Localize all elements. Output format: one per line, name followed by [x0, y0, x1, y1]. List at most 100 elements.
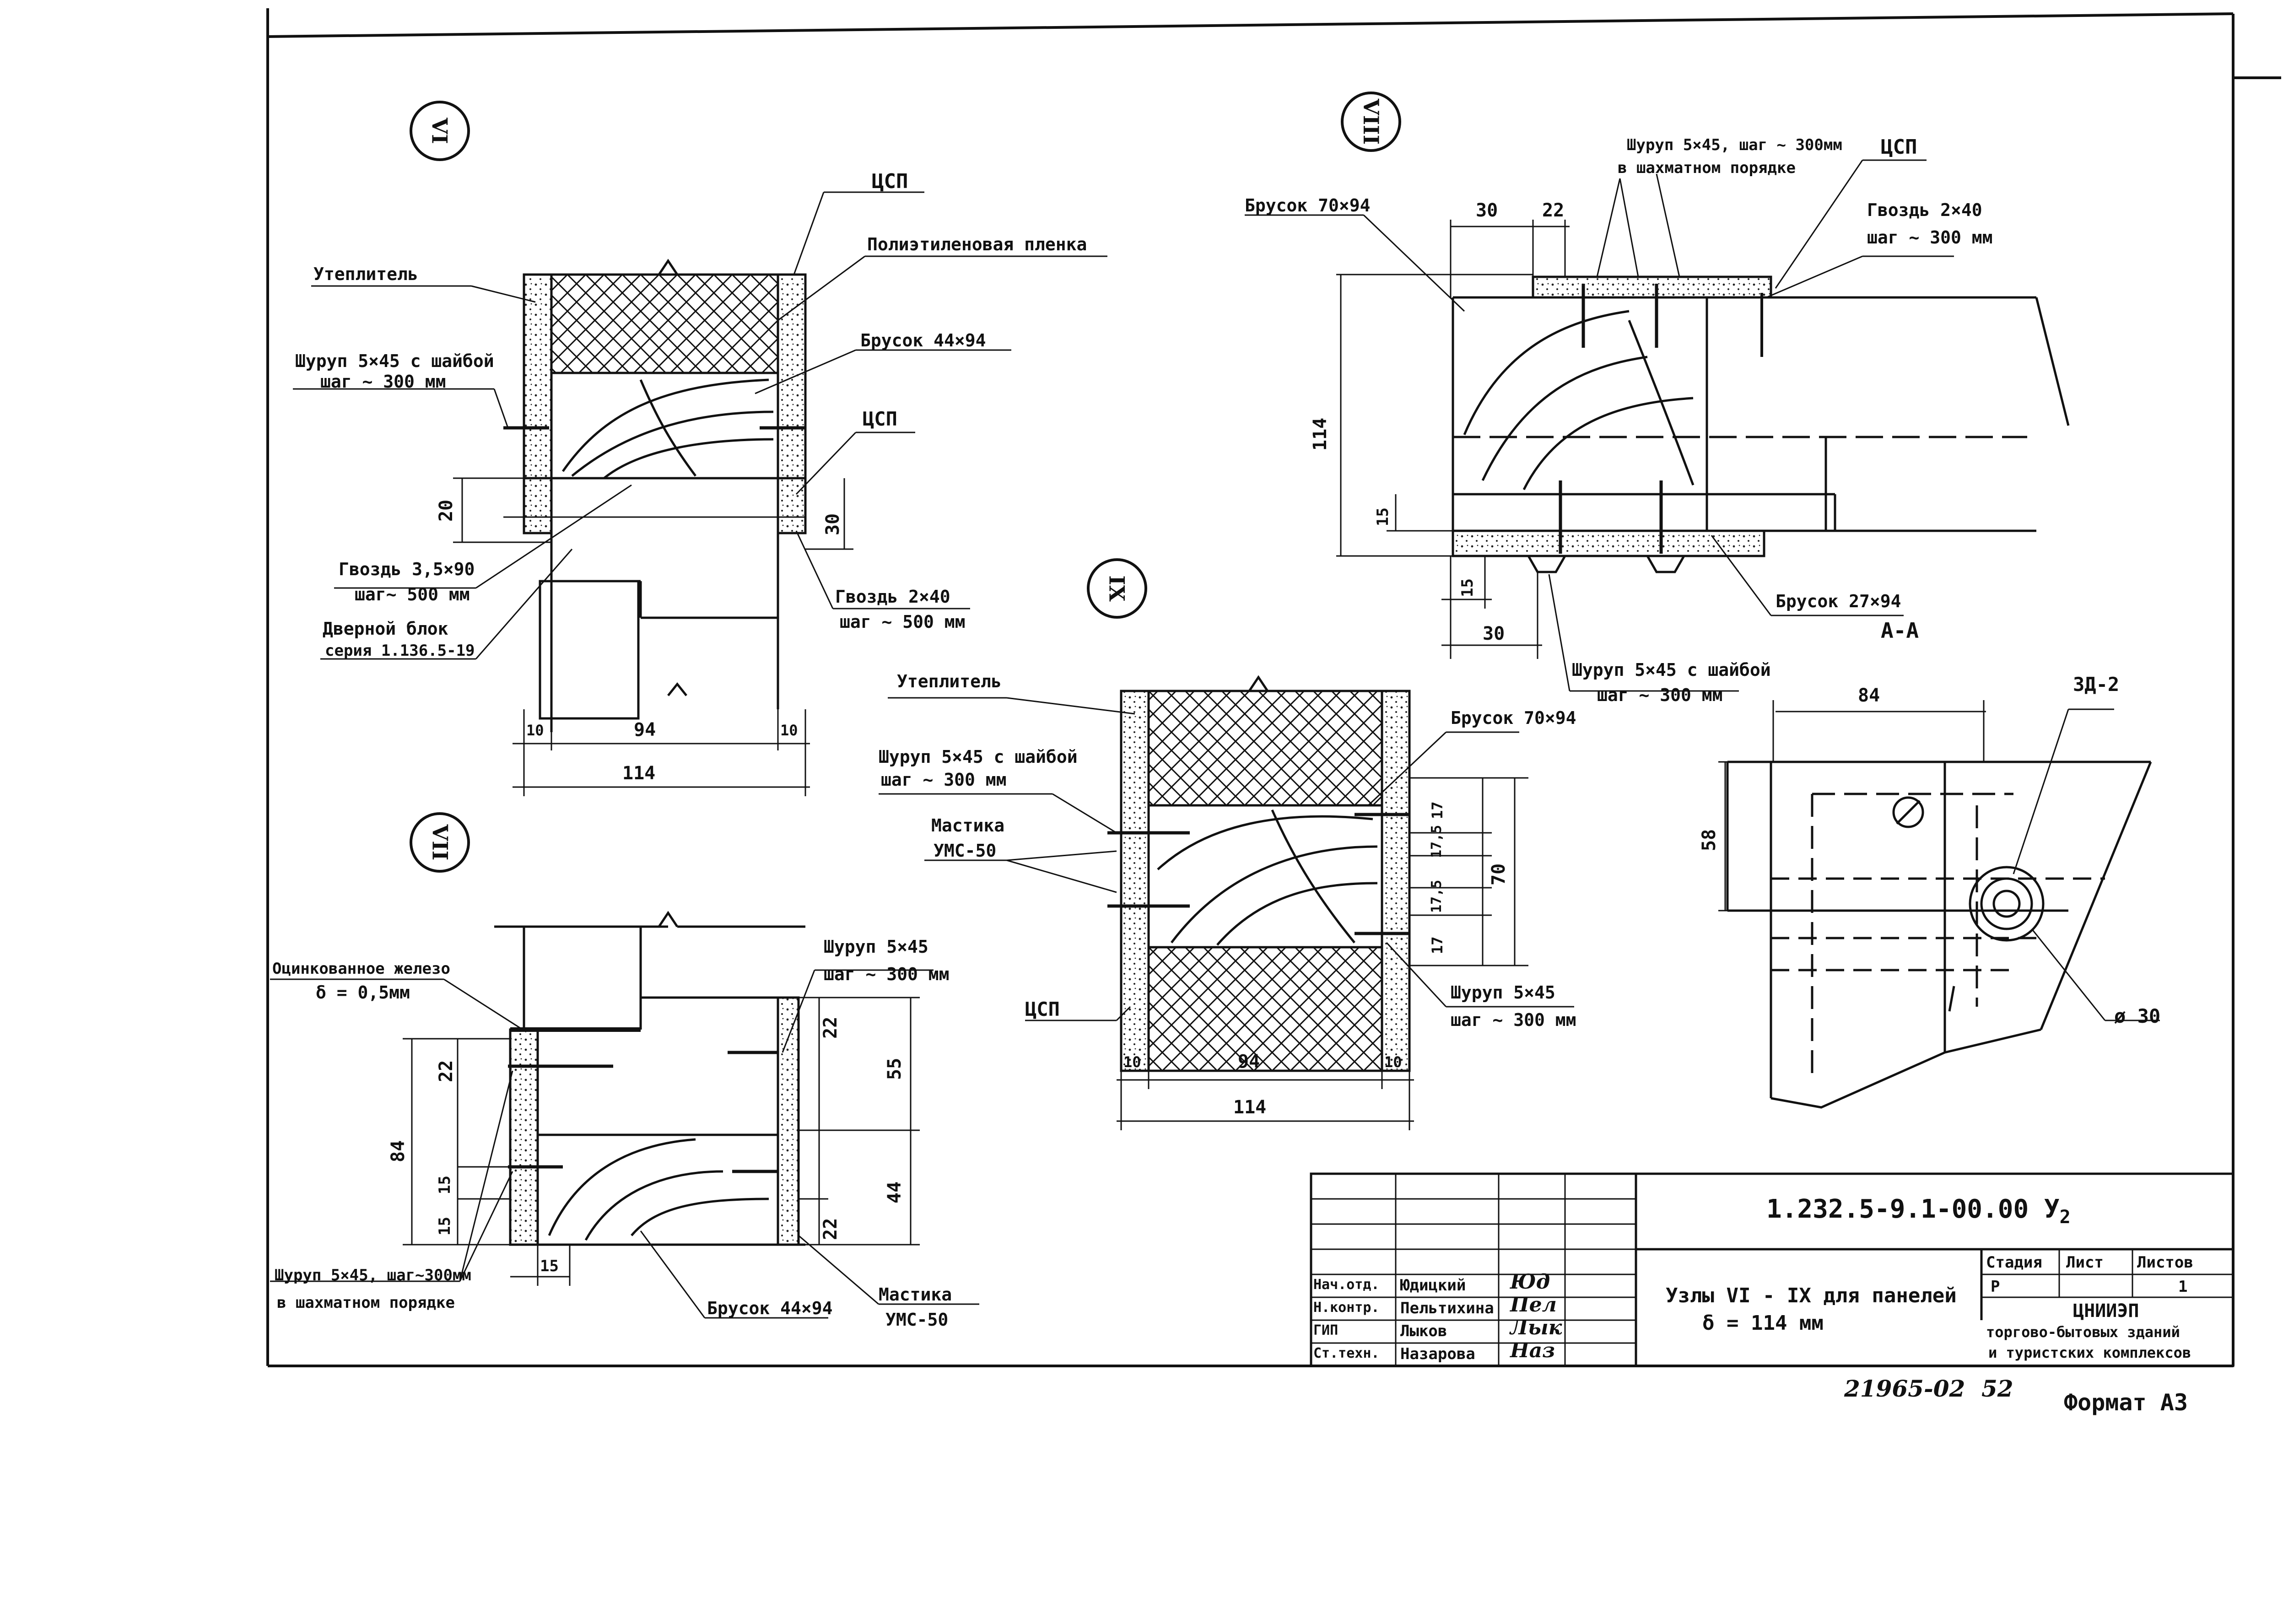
vi-nail-label-1: Гвоздь 3,5×90 [339, 559, 475, 579]
viii-screw2-label-1: Шуруп 5×45 с шайбой [1572, 660, 1771, 680]
vi-nail2-label-1: Гвоздь 2×40 [835, 587, 950, 607]
ix-mastic-label-2: УМС-50 [934, 841, 997, 861]
ix-csp-label: ЦСП [1025, 998, 1060, 1020]
vi-door-label-1: Дверной блок [323, 619, 448, 639]
node-vi-drawing [503, 259, 807, 732]
tb-name-3: Лыков [1400, 1322, 1447, 1340]
detail-dims [1718, 700, 2160, 1021]
vii-dim-15c: 15 [540, 1257, 559, 1275]
viii-bar70-label: Брусок 70×94 [1245, 195, 1371, 216]
ix-screw2-label-1: Шуруп 5×45 [1451, 982, 1555, 1003]
node-ix-dims [879, 697, 1574, 1130]
tb-sign-1: Юд [1510, 1270, 1550, 1294]
viii-screw2-label-2: шаг ~ 300 мм [1597, 685, 1723, 705]
node-ix-drawing [1107, 675, 1411, 1072]
node-vii-dims [270, 969, 979, 1319]
vii-stagger-label-2: в шахматном порядке [277, 1294, 455, 1312]
tb-sign-2: Пел [1510, 1293, 1557, 1316]
tb-name-1: Юдицкий [1400, 1276, 1466, 1295]
detail-diameter-label: ø 30 [2114, 1005, 2161, 1027]
ix-dim-10b: 10 [1384, 1053, 1402, 1071]
ix-dim-94: 94 [1238, 1051, 1260, 1072]
vi-bar-label: Брусок 44×94 [860, 330, 986, 351]
ix-dim-17a: 17 [1429, 801, 1446, 819]
tb-org-line-2: торгово-бытовых зданий [1986, 1323, 2180, 1341]
node-vii-marker: VII [410, 812, 470, 873]
vi-nail-label-2: шаг~ 500 мм [355, 584, 470, 604]
ix-dim-70: 70 [1488, 863, 1509, 885]
viii-dim-30a: 30 [1476, 200, 1498, 221]
vi-film-label: Полиэтиленовая пленка [867, 234, 1087, 254]
viii-screw-label-1: Шуруп 5×45, шаг ~ 300мм [1627, 136, 1842, 154]
vii-dim-22b: 22 [820, 1016, 841, 1039]
tb-sign-4: Наз [1510, 1339, 1555, 1362]
drawing-code-sub: 2 [2059, 1207, 2071, 1228]
vii-dim-55: 55 [884, 1057, 905, 1080]
tb-role-1: Нач.отд. [1313, 1277, 1380, 1293]
vi-dim-20: 20 [436, 499, 457, 522]
vii-screw-label-2: шаг ~ 300 мм [824, 964, 950, 984]
detail-zd-label: ЗД-2 [2073, 673, 2120, 696]
vi-dim-94: 94 [634, 719, 656, 740]
viii-screw-label-2: в шахматном порядке [1618, 159, 1796, 177]
vi-door-label-2: серия 1.136.5-19 [325, 642, 475, 660]
detail-dim-84: 84 [1858, 685, 1880, 706]
tb-title-line-2: δ = 114 мм [1702, 1311, 1824, 1335]
viii-nail-label-1: Гвоздь 2×40 [1867, 200, 1982, 220]
vi-dim-10a: 10 [526, 722, 544, 739]
tb-val-sheets: 1 [2178, 1278, 2188, 1296]
ix-mastic-label-1: Мастика [931, 815, 1005, 836]
node-vii-drawing [494, 911, 805, 1246]
tb-role-2: Н.контр. [1313, 1300, 1380, 1316]
tb-role-3: ГИП [1313, 1322, 1338, 1338]
vi-csp-top-label: ЦСП [872, 170, 908, 193]
node-viii-marker: VIII [1341, 92, 1401, 152]
vi-dim-30: 30 [822, 513, 843, 535]
tb-val-stage: Р [1991, 1278, 2000, 1296]
ix-dim-175b: 17,5 [1429, 879, 1445, 913]
ix-screw2-label-2: шаг ~ 300 мм [1451, 1010, 1576, 1030]
node-viii-dims [1245, 159, 1954, 692]
tb-sign-3: Лык [1510, 1316, 1562, 1339]
viii-dim-22: 22 [1542, 200, 1565, 221]
vi-insulation-label: Утеплитель [313, 264, 418, 284]
tb-head-stage: Стадия [1986, 1253, 2042, 1272]
detail-dim-58: 58 [1699, 829, 1720, 851]
ix-dim-114: 114 [1233, 1097, 1267, 1118]
viii-nail-label-2: шаг ~ 300 мм [1867, 227, 1993, 248]
vii-dim-15a: 15 [436, 1176, 454, 1194]
vii-iron-label-2: δ = 0,5мм [316, 982, 410, 1003]
tb-name-4: Назарова [1400, 1345, 1475, 1363]
format-label: Формат А3 [2064, 1389, 2188, 1416]
vi-screw-label-2: шаг ~ 300 мм [320, 372, 446, 392]
tb-title-line-1: Узлы VI - IX для панелей [1666, 1284, 1957, 1307]
viii-dim-114: 114 [1310, 417, 1331, 451]
vii-dim-22a: 22 [436, 1060, 457, 1082]
inventory-number: 21965-02 [1844, 1375, 1965, 1402]
tb-name-2: Пельтихина [1400, 1299, 1494, 1317]
ix-dim-17b: 17 [1429, 936, 1446, 954]
viii-bar27-label: Брусок 27×94 [1776, 591, 1901, 611]
tb-org-line-3: и туристских комплексов [1988, 1344, 2191, 1361]
vi-dim-114: 114 [622, 763, 656, 784]
viii-dim-15a: 15 [1374, 507, 1392, 526]
vii-screw-label-1: Шуруп 5×45 [824, 937, 928, 957]
ix-screw-label-1: Шуруп 5×45 с шайбой [879, 747, 1078, 767]
vii-dim-15b: 15 [436, 1217, 454, 1236]
node-vi-dims [293, 191, 1107, 796]
node-vi-marker: VI [410, 101, 470, 161]
viii-section-label: А-А [1881, 618, 1919, 643]
vi-nail2-label-2: шаг ~ 500 мм [840, 612, 966, 632]
vii-dim-22c: 22 [820, 1218, 841, 1240]
tb-head-sheets: Листов [2137, 1253, 2193, 1272]
viii-dim-15b: 15 [1458, 578, 1477, 597]
vii-dim-84: 84 [388, 1140, 409, 1162]
vi-screw-label-1: Шуруп 5×45 с шайбой [295, 351, 494, 371]
ix-insulation-label: Утеплитель [897, 671, 1002, 691]
node-viii-drawing [1452, 275, 2070, 573]
vi-dim-10b: 10 [780, 722, 798, 739]
tb-role-4: Ст.техн. [1313, 1345, 1380, 1361]
ix-dim-10a: 10 [1123, 1053, 1141, 1071]
viii-dim-30b: 30 [1483, 623, 1505, 644]
